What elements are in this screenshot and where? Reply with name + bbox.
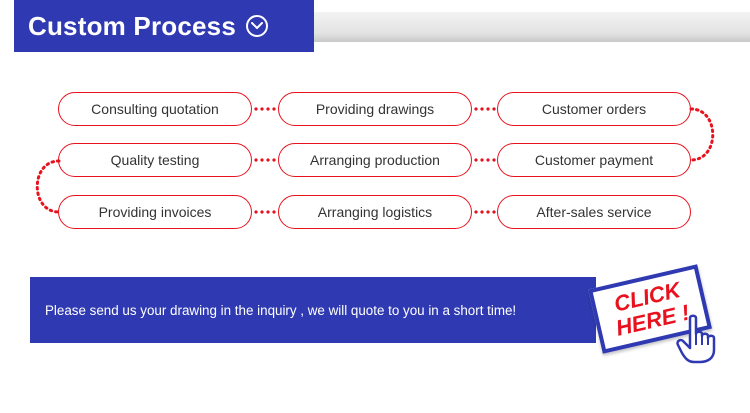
chevron-down-circle-icon[interactable] (245, 15, 268, 37)
connector-curve-right (689, 107, 715, 162)
banner-text: Please send us your drawing in the inqui… (45, 302, 517, 318)
connector-dots (253, 107, 278, 111)
step-arranging-logistics: Arranging logistics (278, 195, 472, 229)
connector-dots (253, 210, 278, 214)
inquiry-banner: Please send us your drawing in the inqui… (30, 277, 596, 343)
header: Custom Process (0, 0, 750, 52)
step-customer-payment: Customer payment (497, 143, 691, 177)
connector-dots (473, 107, 498, 111)
step-after-sales-service: After-sales service (497, 195, 691, 229)
pointing-hand-icon (676, 314, 716, 364)
step-providing-drawings: Providing drawings (278, 92, 472, 126)
connector-dots (473, 158, 498, 162)
process-flow: Consulting quotation Providing drawings … (35, 92, 715, 229)
step-quality-testing: Quality testing (58, 143, 252, 177)
click-here-button[interactable]: CLICK HERE ! (584, 264, 724, 366)
step-customer-orders: Customer orders (497, 92, 691, 126)
step-arranging-production: Arranging production (278, 143, 472, 177)
header-divider (314, 12, 750, 42)
connector-dots (253, 158, 278, 162)
connector-curve-left (35, 159, 61, 214)
step-providing-invoices: Providing invoices (58, 195, 252, 229)
header-title-box: Custom Process (14, 0, 314, 52)
connector-dots (473, 210, 498, 214)
page-title: Custom Process (28, 10, 236, 41)
step-consulting-quotation: Consulting quotation (58, 92, 252, 126)
